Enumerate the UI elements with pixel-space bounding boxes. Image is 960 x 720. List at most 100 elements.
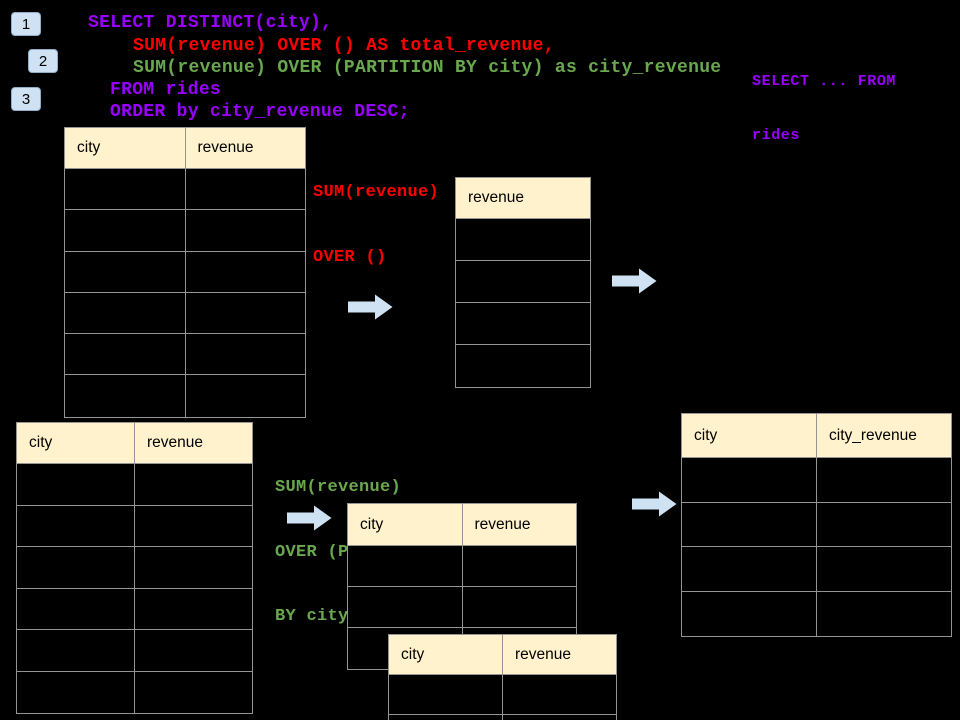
column-header-city: city [348,504,463,546]
side-note-select-from-rides: SELECT ... FROM rides [752,37,896,181]
table-cell [17,630,135,672]
table-row [17,588,252,630]
table-row [682,502,951,547]
table-cell [456,303,590,345]
table-cell [135,630,252,672]
arrow-right-icon [632,491,677,517]
table-cell [682,547,817,592]
table-cell [65,375,186,417]
table-cell [348,546,463,587]
column-header-city_revenue: city_revenue [817,414,951,458]
step-badge-1: 1 [11,12,41,36]
table-cell [682,591,817,636]
annotation-partition-line1: SUM(revenue) [275,478,402,497]
table-cell [135,671,252,713]
table-row [348,546,576,587]
sql-line-order-by: ORDER by city_revenue DESC; [110,102,410,122]
table-cell [389,675,503,715]
table-cell [185,334,305,376]
table-cell [65,292,186,335]
table-cell [389,715,503,720]
table-cell [185,169,305,211]
column-header-revenue: revenue [135,423,252,464]
table-cell [65,251,186,293]
step-badge-3: 3 [11,87,41,111]
table-row [17,671,252,713]
annotation-total-revenue: SUM(revenue) OVER () [313,139,439,311]
table-row [456,219,590,261]
table-row [456,345,590,387]
arrow-right-icon [348,294,393,320]
table-row [65,292,305,335]
table-cell [817,591,951,636]
table-cell [817,458,951,503]
table-cell [682,458,817,503]
table-cell [682,502,817,547]
table-total-revenue: revenue [455,177,591,388]
annotation-total-revenue-line2: OVER () [313,247,387,267]
table-row [456,303,590,345]
table-cell [65,169,186,211]
table-row [17,505,252,547]
table-cell [17,547,135,589]
annotation-partition-line3: BY city) [275,607,360,626]
arrow-right-icon [612,268,657,294]
column-header-city: city [389,635,503,675]
sql-line-partition: SUM(revenue) OVER (PARTITION BY city) as… [133,58,722,78]
annotation-total-revenue-line1: SUM(revenue) [313,183,440,202]
sql-line-select: SELECT DISTINCT(city), [88,13,333,33]
table-cell [503,715,616,720]
table-row [389,715,616,720]
table-cell [185,375,305,417]
table-cell [185,251,305,293]
column-header-revenue: revenue [462,504,576,546]
table-row [65,169,305,211]
table-row [682,547,951,592]
table-row [65,334,305,376]
sql-line-from: FROM rides [110,80,222,100]
table-cell [462,546,576,587]
table-row [682,591,951,636]
table-row [65,251,305,293]
table-cell [135,464,252,506]
table-row [17,630,252,672]
table-cell [17,464,135,506]
table-row [65,210,305,252]
table-cell [817,502,951,547]
column-header-city: city [682,414,817,458]
table-cell [817,547,951,592]
column-header-revenue: revenue [503,635,616,675]
table-cell [17,505,135,547]
table-row [17,547,252,589]
table-row [65,375,305,417]
table-cell [17,588,135,630]
table-row [389,675,616,715]
column-header-city: city [65,128,186,169]
table-cell [17,671,135,713]
table-cell [185,210,305,252]
table-row [348,587,576,628]
sql-line-total-revenue: SUM(revenue) OVER () AS total_revenue, [133,36,555,56]
table-cell [135,505,252,547]
table-cell [462,587,576,628]
table-cell [456,261,590,303]
table-header-row: revenue [456,178,590,219]
step-badge-2: 2 [28,49,58,73]
table-row [682,458,951,503]
side-note-line2: rides [752,127,801,144]
arrow-right-icon [287,505,332,531]
table-cell [135,588,252,630]
table-cell [65,334,186,376]
table-cell [348,587,463,628]
table-row [456,261,590,303]
table-row [17,464,252,506]
